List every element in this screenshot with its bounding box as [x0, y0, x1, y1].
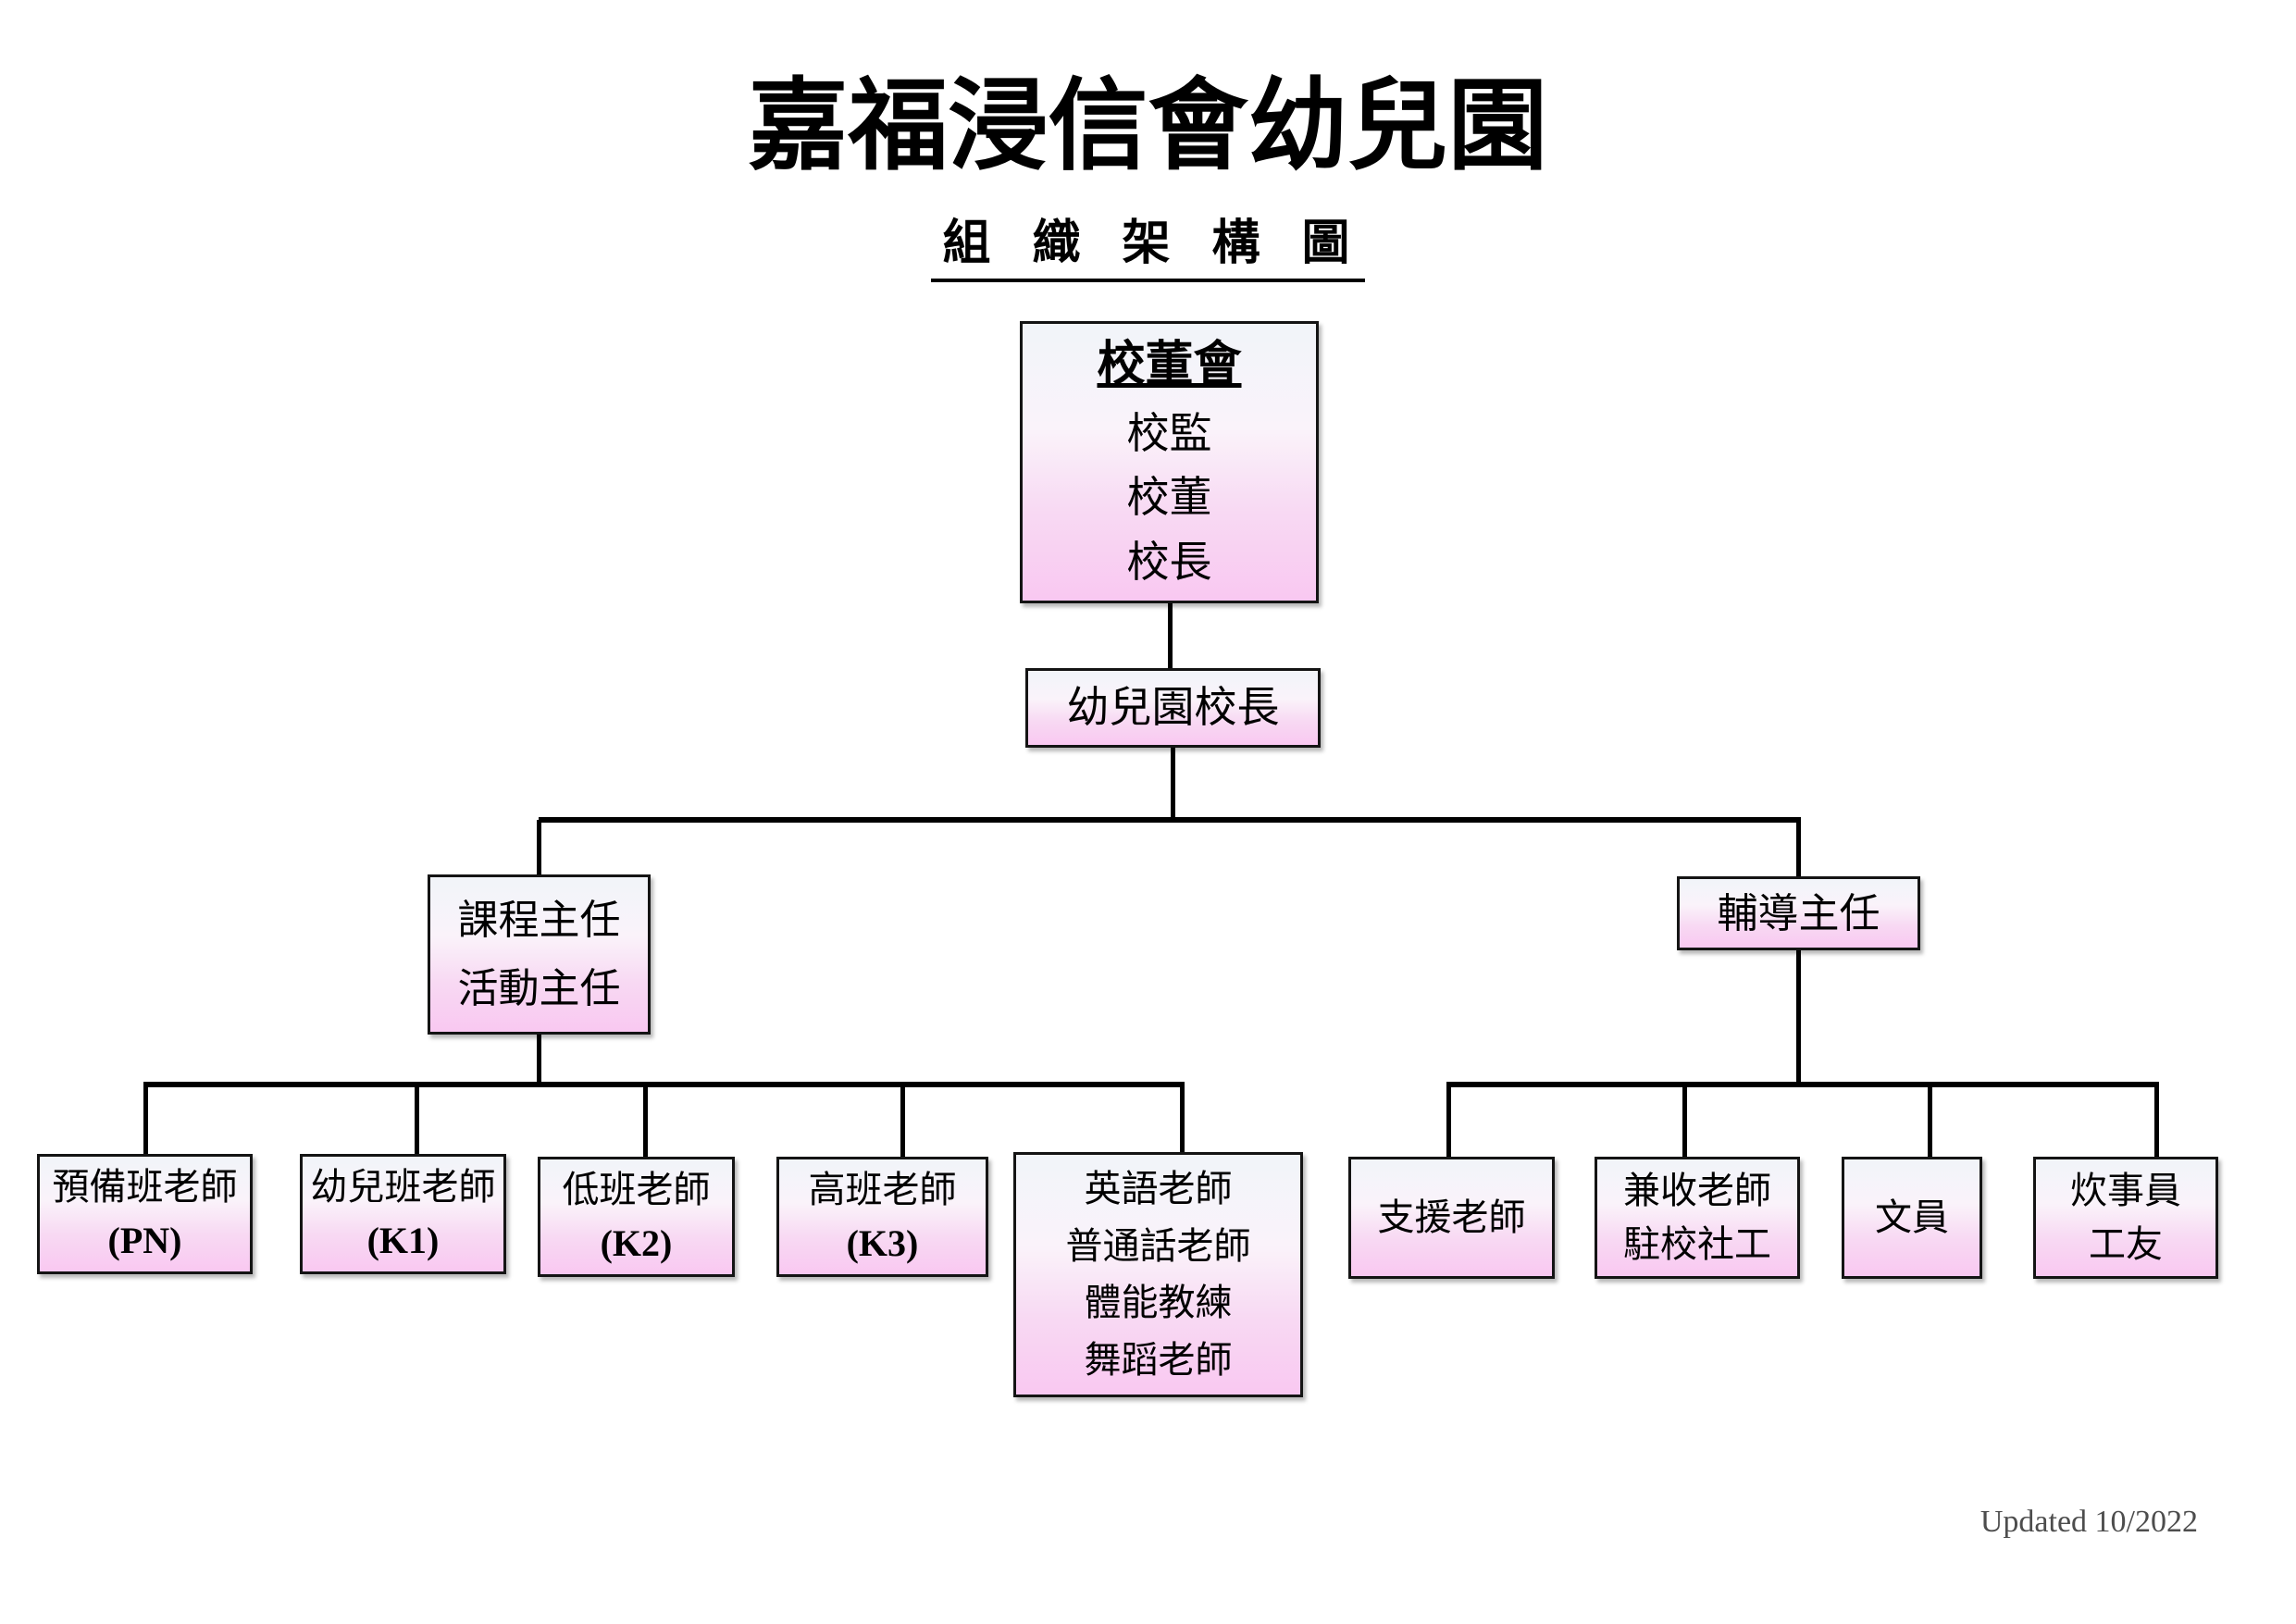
connector-left-horizontal [143, 1082, 1185, 1087]
connector-drop-specialists [1180, 1087, 1185, 1155]
org-box-k3: 高班老師 (K3) [776, 1157, 988, 1277]
org-box-board-line2: 校董 [1126, 474, 1212, 522]
org-box-cook-line2: 工友 [2089, 1223, 2163, 1266]
org-box-board-line1: 校監 [1126, 409, 1212, 457]
org-box-inclusive: 兼收老師 駐校社工 [1595, 1157, 1800, 1279]
org-box-curriculum: 課程主任 活動主任 [428, 874, 651, 1035]
org-box-specialists-line1: 英語老師 [1084, 1167, 1233, 1209]
org-box-k2-line1: 低班老師 [562, 1169, 711, 1210]
connector-curriculum-drop [537, 1035, 541, 1085]
org-box-curriculum-line1: 課程主任 [457, 898, 621, 943]
org-box-inclusive-line1: 兼收老師 [1623, 1169, 1771, 1211]
org-box-board-line3: 校長 [1126, 539, 1212, 587]
connector-principal-split [1171, 748, 1175, 819]
connector-right-horizontal [1446, 1082, 2159, 1087]
org-box-counseling-line1: 輔導主任 [1717, 890, 1880, 936]
org-box-pn: 預備班老師 (PN) [37, 1154, 253, 1274]
org-box-cook: 炊事員 工友 [2033, 1157, 2218, 1279]
org-box-cook-line1: 炊事員 [2070, 1169, 2181, 1211]
connector-counseling-drop [1796, 950, 1801, 1085]
org-box-k3-line2: (K3) [846, 1222, 919, 1264]
org-box-k1: 幼兒班老師 (K1) [300, 1154, 506, 1274]
org-box-board-heading: 校董會 [1097, 339, 1242, 392]
org-box-board: 校董會 校監 校董 校長 [1020, 321, 1319, 603]
org-box-principal-line1: 幼兒園校長 [1066, 684, 1280, 732]
org-box-k2-line2: (K2) [600, 1222, 673, 1264]
connector-split-counseling [1796, 820, 1801, 876]
org-box-k2: 低班老師 (K2) [538, 1157, 735, 1277]
connector-split-horizontal [539, 817, 1801, 823]
org-box-specialists-line2: 普通話老師 [1065, 1224, 1251, 1267]
connector-drop-support [1446, 1087, 1451, 1159]
org-box-k3-line1: 高班老師 [808, 1169, 957, 1210]
org-box-k1-line1: 幼兒班老師 [310, 1166, 496, 1208]
org-box-k1-line2: (K1) [366, 1220, 440, 1261]
org-box-clerk: 文員 [1842, 1157, 1982, 1279]
connector-drop-inclusive [1682, 1087, 1687, 1159]
org-box-clerk-line1: 文員 [1875, 1196, 1949, 1238]
org-box-specialists-line3: 體能教練 [1084, 1282, 1233, 1324]
connector-drop-k1 [415, 1087, 419, 1157]
connector-drop-k2 [643, 1087, 648, 1159]
connector-drop-cook [2154, 1087, 2159, 1159]
connector-drop-clerk [1928, 1087, 1932, 1159]
org-box-specialists-line4: 舞蹈老師 [1084, 1339, 1233, 1382]
page-subtitle: 組 織 架 構 圖 [931, 204, 1365, 282]
org-box-principal: 幼兒園校長 [1025, 668, 1321, 748]
org-box-pn-line1: 預備班老師 [52, 1166, 238, 1208]
page-subtitle-wrap: 組 織 架 構 圖 [0, 204, 2296, 282]
org-box-curriculum-line2: 活動主任 [457, 966, 621, 1011]
connector-drop-k3 [900, 1087, 905, 1159]
org-box-pn-line2: (PN) [107, 1220, 182, 1261]
org-box-counseling: 輔導主任 [1677, 876, 1920, 950]
connector-drop-pn [143, 1087, 148, 1157]
page-title: 嘉福浸信會幼兒園 [748, 72, 1548, 182]
updated-timestamp: Updated 10/2022 [1980, 1505, 2198, 1539]
org-box-specialists: 英語老師 普通話老師 體能教練 舞蹈老師 [1013, 1152, 1303, 1397]
org-box-support: 支援老師 [1348, 1157, 1555, 1279]
connector-split-curriculum [537, 820, 541, 874]
org-box-inclusive-line2: 駐校社工 [1623, 1223, 1771, 1266]
connector-board-principal [1168, 603, 1173, 668]
org-box-support-line1: 支援老師 [1377, 1196, 1526, 1238]
